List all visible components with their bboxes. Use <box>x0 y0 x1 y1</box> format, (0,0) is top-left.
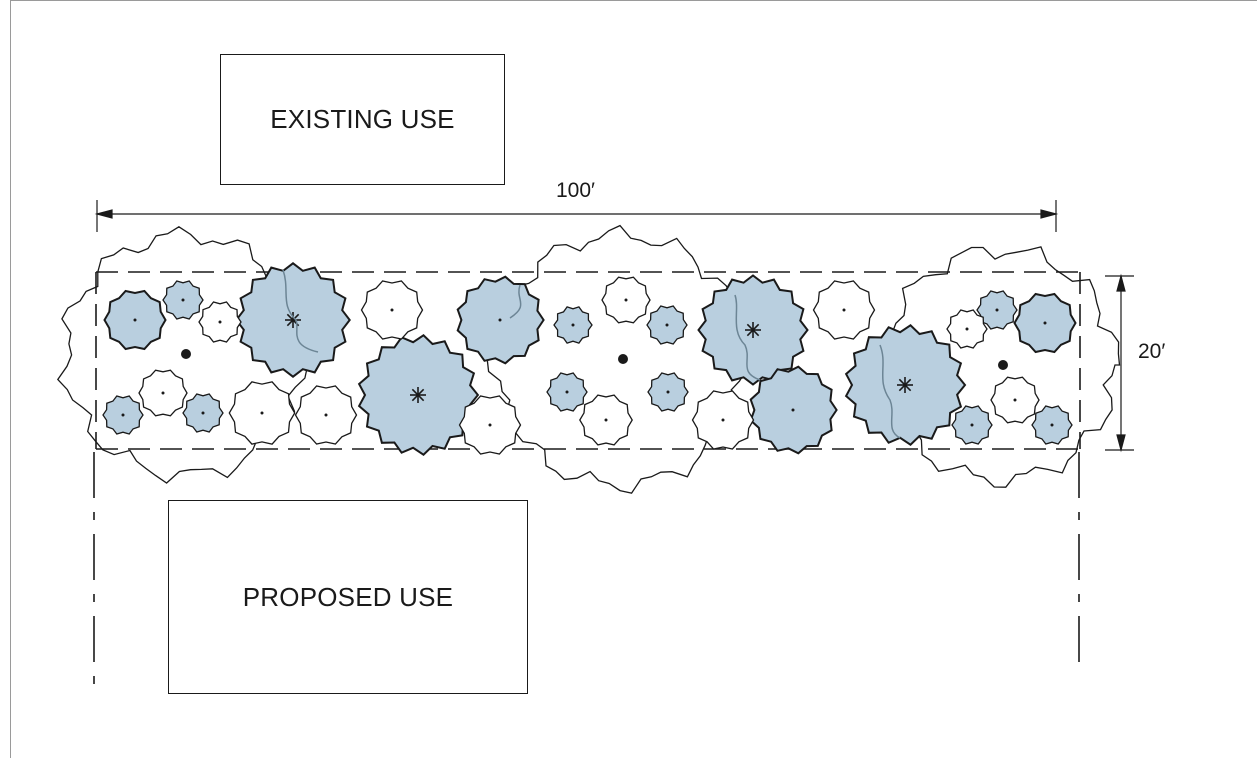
small-evergreen-shrub-icon <box>647 372 689 412</box>
small-evergreen-shrub-icon <box>162 280 204 320</box>
small-evergreen-shrub-icon <box>646 305 688 345</box>
tree-trunk-icon <box>181 349 191 359</box>
small-evergreen-shrub-icon <box>553 306 593 344</box>
deciduous-shrub-icon <box>138 369 188 417</box>
proposed-use-label: PROPOSED USE <box>242 581 454 612</box>
small-evergreen-shrub-icon <box>976 290 1018 330</box>
tree-trunk-icon <box>998 360 1008 370</box>
small-evergreen-shrub-icon <box>951 405 993 445</box>
property-line <box>93 452 1080 690</box>
deciduous-shrub-icon <box>198 301 242 343</box>
deciduous-shrub-icon <box>812 280 876 340</box>
canopy-vein <box>734 294 761 381</box>
large-evergreen-tree-icon <box>844 324 967 446</box>
deciduous-shrub-icon <box>360 280 424 340</box>
deciduous-shrub-icon <box>691 390 755 450</box>
small-evergreen-shrub-icon <box>546 372 588 412</box>
length-dimension-line <box>94 200 1059 232</box>
canopy-outline-icon <box>56 226 316 484</box>
deciduous-shrub-icon <box>579 394 633 446</box>
width-dimension-line <box>1105 273 1134 453</box>
tree-trunk-icon <box>618 354 628 364</box>
deciduous-shrub-icon <box>601 276 651 324</box>
proposed-use-box: PROPOSED USE <box>168 500 528 694</box>
large-evergreen-tree-icon <box>235 262 351 378</box>
small-evergreen-shrub-icon <box>749 365 838 455</box>
canopy-vein <box>282 269 319 353</box>
deciduous-shrub-icon <box>458 395 522 455</box>
existing-use-label: EXISTING USE <box>270 104 455 134</box>
deciduous-shrub-icon <box>990 376 1040 424</box>
width-dimension-label: 20′ <box>1138 340 1166 363</box>
canopy-vein <box>509 284 522 319</box>
deciduous-shrub-icon <box>228 381 296 445</box>
small-evergreen-shrub-icon <box>1031 405 1073 445</box>
small-evergreen-shrub-icon <box>1013 292 1077 354</box>
small-evergreen-shrub-icon <box>182 393 224 433</box>
canopy-vein <box>879 344 901 439</box>
large-evergreen-tree-icon <box>697 274 809 386</box>
existing-use-box: EXISTING USE <box>220 54 505 185</box>
page-frame <box>10 0 1257 758</box>
deciduous-shrub-icon <box>294 385 358 445</box>
small-evergreen-shrub-icon <box>103 289 167 351</box>
buffer-strip-boundary <box>95 271 1081 450</box>
small-evergreen-shrub-icon <box>456 275 545 365</box>
deciduous-shrub-icon <box>946 309 988 349</box>
large-evergreen-tree-icon <box>357 334 480 456</box>
small-evergreen-shrub-icon <box>102 395 144 435</box>
length-dimension-label: 100′ <box>556 179 595 202</box>
